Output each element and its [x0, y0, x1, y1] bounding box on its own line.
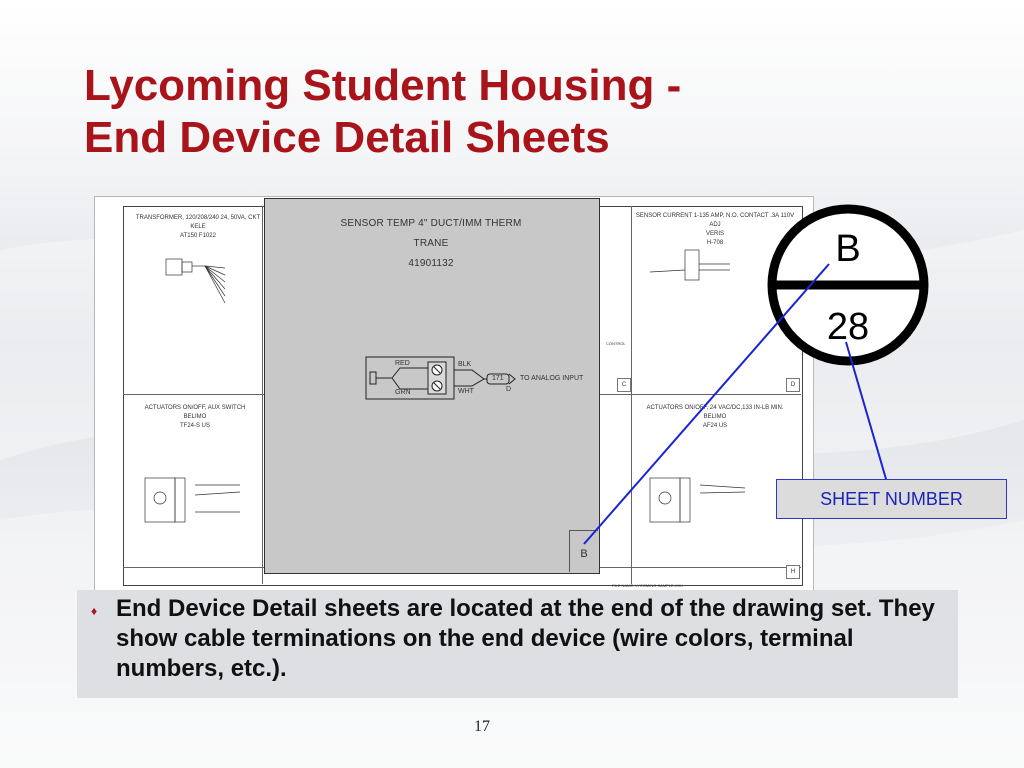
wire-label-grn: GRN: [395, 389, 411, 396]
wire-label-blk: BLK: [458, 361, 472, 368]
cell-label-top-right: SENSOR CURRENT 1-135 AMP, N.O. CONTACT .…: [635, 213, 795, 246]
bullet-diamond-icon: ♦: [91, 604, 98, 618]
bullet-text: End Device Detail sheets are located at …: [116, 595, 935, 682]
sensor-title: SENSOR TEMP 4" DUCT/IMM THERM: [340, 218, 522, 229]
terminal-number: 171: [492, 375, 504, 382]
wire-label-wht: WHT: [458, 388, 474, 395]
cell-letter-c: C: [617, 378, 631, 392]
cell-label-bottom-left: ACTUATORS ON/OFF, AUX SWITCH BELIMO TF24…: [144, 405, 246, 429]
cell-label-bottom-right: ACTUATORS ON/OFF, 24 VAC/DC,133 IN-LB MI…: [646, 405, 784, 429]
callout-letter: B: [835, 228, 861, 270]
cell-letter-h: H: [786, 565, 800, 579]
cell-label-top-left: TRANSFORMER, 120/208/240 24, 50VA, CKT K…: [135, 215, 261, 239]
bullet-text-box: [77, 590, 958, 698]
control-label: CONTROL: [606, 341, 626, 346]
callout-number: 28: [826, 306, 870, 348]
to-analog-input-label: TO ANALOG INPUT: [520, 375, 584, 382]
sheet-divider-vertical-right: [631, 206, 632, 584]
terminal-sub: D: [506, 386, 512, 393]
sensor-manufacturer: TRANE: [413, 238, 449, 249]
popup-sheet-letter: B: [569, 530, 598, 572]
sheet-divider-vertical-left: [262, 206, 263, 584]
sheet-number-label: SHEET NUMBER: [776, 479, 1007, 519]
page-number: 17: [474, 718, 490, 735]
filename-label: FILE NAME: LYCOMING SAMPLE.XXX: [612, 583, 683, 588]
slide-title-line-2: End Device Detail Sheets: [84, 113, 610, 162]
slide-title: Lycoming Student Housing - End Device De…: [84, 60, 681, 164]
slide-title-line-1: Lycoming Student Housing -: [84, 61, 682, 110]
sensor-part-number: 41901132: [408, 258, 454, 269]
cell-letter-d: D: [786, 378, 800, 392]
wire-label-red: RED: [395, 360, 410, 367]
